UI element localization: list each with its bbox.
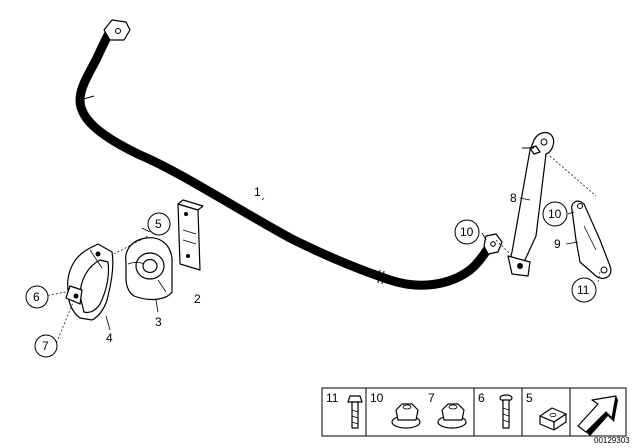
document-number: 00129303: [594, 436, 630, 445]
callout-8: 8: [510, 191, 517, 205]
legend-item-5: 5: [526, 391, 567, 431]
callout-7: 7: [34, 334, 58, 358]
svg-text:1: 1: [254, 185, 261, 199]
mounting-plate[interactable]: [177, 199, 204, 271]
svg-text:10: 10: [460, 225, 474, 239]
stabilizer-bar[interactable]: [75, 19, 503, 290]
legend-item-7: 7: [428, 391, 467, 429]
svg-text:7: 7: [42, 339, 49, 353]
parts-legend: 11 10 7: [321, 387, 627, 437]
svg-text:8: 8: [510, 191, 517, 205]
svg-text:10: 10: [370, 391, 384, 405]
rubber-mounting[interactable]: [125, 237, 173, 301]
svg-text:11: 11: [326, 391, 339, 405]
leader-lines: [105, 197, 579, 331]
callout-10-right: 10: [542, 201, 568, 227]
clamp-bracket[interactable]: [65, 243, 114, 321]
legend-item-11: 11: [326, 391, 363, 429]
callout-2: 2: [194, 292, 201, 306]
direction-arrow-icon: [577, 395, 618, 436]
callout-5: 5: [147, 212, 171, 236]
legend-item-10: 10: [370, 391, 421, 429]
screw-icon: [499, 394, 513, 429]
svg-text:6: 6: [33, 290, 40, 304]
svg-text:6: 6: [478, 391, 485, 405]
callout-3: 3: [155, 315, 162, 329]
legend-item-6: 6: [478, 391, 513, 429]
callout-10-left: 10: [454, 219, 480, 245]
svg-text:00129303: 00129303: [594, 436, 630, 445]
callout-9: 9: [554, 237, 561, 251]
bolt-icon: [347, 395, 363, 429]
svg-text:9: 9: [554, 237, 561, 251]
angle-bracket[interactable]: [571, 200, 612, 279]
flange-nut-icon: [391, 403, 421, 429]
link-rod[interactable]: [507, 131, 555, 277]
svg-text:10: 10: [548, 207, 562, 221]
svg-text:3: 3: [155, 315, 162, 329]
callout-4: 4: [106, 331, 113, 345]
cage-nut-icon: [539, 407, 567, 431]
callout-1: 1: [254, 185, 261, 199]
callout-11: 11: [571, 277, 597, 303]
svg-text:5: 5: [526, 391, 533, 405]
callout-6: 6: [25, 285, 49, 309]
svg-text:2: 2: [194, 292, 201, 306]
hex-nut-icon: [437, 403, 467, 429]
svg-text:7: 7: [428, 391, 435, 405]
assembly-lines: [43, 155, 601, 345]
svg-text:11: 11: [577, 283, 590, 297]
svg-text:5: 5: [155, 217, 162, 231]
svg-text:4: 4: [106, 331, 113, 345]
